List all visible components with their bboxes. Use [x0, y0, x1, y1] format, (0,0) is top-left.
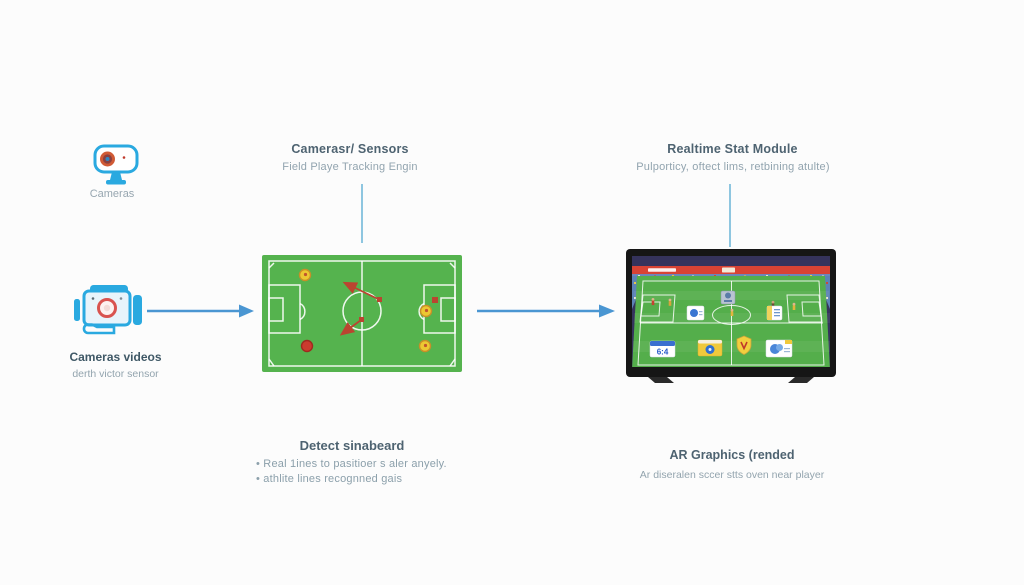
- ar-score-text: 6:4: [657, 348, 669, 357]
- ar-card-score: 6:4: [649, 340, 676, 358]
- arrow-camera-to-field: [147, 304, 254, 318]
- tracking-title: Camerasr/ Sensors: [291, 142, 409, 156]
- detect-title: Detect sinabeard: [299, 438, 405, 453]
- soccer-field-diagram: [262, 255, 462, 372]
- realtime-title: Realtime Stat Module: [667, 142, 798, 156]
- tv-ar-display: 6:4: [626, 249, 836, 383]
- tv-players: [651, 298, 796, 316]
- cameras-videos-title: Cameras videos: [69, 350, 162, 364]
- player-markers: [298, 268, 433, 353]
- movement-arrows: [339, 281, 381, 336]
- ar-graphics-title: AR Graphics (rended: [669, 448, 795, 462]
- cameras-label: Cameras: [89, 188, 135, 200]
- ar-card-pie: [697, 339, 723, 357]
- tv-foot-right: [788, 377, 814, 383]
- webcam-icon: [93, 144, 139, 185]
- realtime-subtitle: Pulporticy, oftect lims, retbining atult…: [636, 161, 830, 173]
- ar-stat-cards: 6:4: [649, 290, 793, 358]
- tracking-subtitle: Field Playe Tracking Engin: [282, 161, 418, 173]
- ar-card-player-tag: [720, 290, 736, 305]
- detect-bullet-2: • athlite lines recognned gais: [256, 473, 403, 485]
- arrow-field-to-tv: [477, 304, 615, 318]
- video-camera-icon: [74, 285, 142, 335]
- ar-card-possession: [686, 305, 705, 321]
- detect-bullet-1: • Real 1ines to pasitioer s aler anyely.: [256, 458, 447, 470]
- ar-badge-shield: [736, 335, 752, 355]
- ar-card-heatmap: [765, 339, 793, 358]
- tv-foot-left: [648, 377, 674, 383]
- tv-scorebug: [648, 268, 676, 272]
- ar-graphics-subtitle: Ar diseralen sccer stts oven near player: [639, 469, 825, 481]
- connector-line-tracking: [361, 184, 363, 243]
- cameras-videos-subtitle: derth victor sensor: [72, 368, 159, 380]
- connector-line-output: [729, 184, 731, 247]
- ar-card-stats-right: [766, 305, 783, 321]
